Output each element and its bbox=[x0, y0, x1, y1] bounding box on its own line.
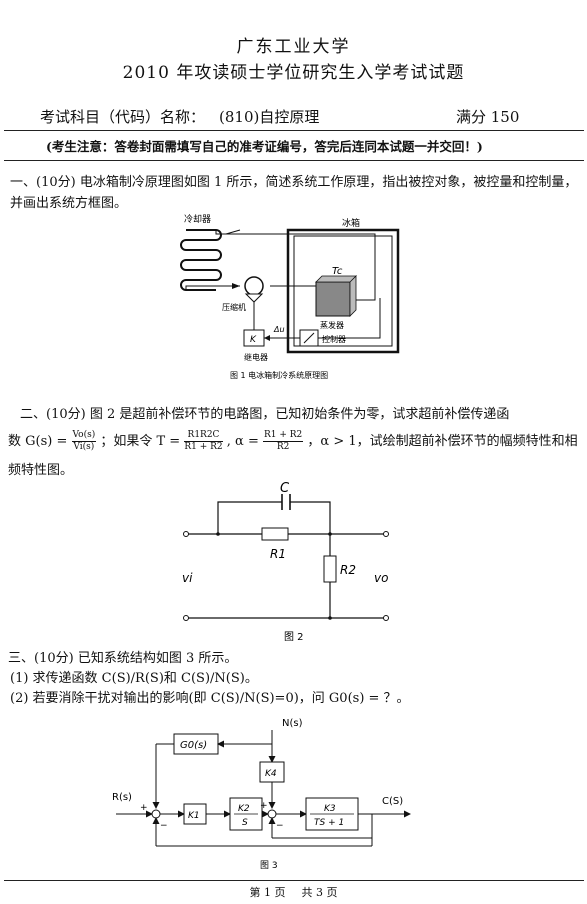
fig3-k2-num: K2 bbox=[238, 804, 250, 814]
fig3-summing-1 bbox=[151, 809, 161, 819]
q2-line2-tail: ，α > 1，试绘制超前补偿环节的幅频特性和相 bbox=[307, 434, 578, 449]
fig1-fridge-inner bbox=[293, 235, 393, 347]
fig2-caption: 图 2 bbox=[284, 631, 304, 643]
fig1-evaporator-3d bbox=[315, 275, 357, 317]
university-name: 广东工业大学 bbox=[236, 37, 351, 57]
fig3-k3-num: K3 bbox=[324, 804, 336, 814]
subject-code: (810)自控原理 bbox=[219, 108, 320, 126]
subject-line: 考试科目（代码）名称： (810)自控原理 bbox=[40, 106, 319, 127]
divider-top bbox=[4, 130, 584, 131]
question-3-item2: (2) 若要消除干扰对输出的影响(即 C(S)/N(S)=0)，问 G0(s) … bbox=[10, 691, 410, 706]
fig1-caption: 图 1 电冰箱制冷系统原理图 bbox=[230, 370, 328, 380]
fig3-sum1-minus: − bbox=[160, 821, 168, 831]
fig1-pipe-mid bbox=[185, 285, 316, 290]
fig1-compressor-label: 压缩机 bbox=[222, 302, 246, 312]
full-score: 满分 150 bbox=[456, 108, 520, 126]
fig3-c-label: C(S) bbox=[382, 796, 403, 807]
figure-3-block-diagram: N(s) G0(s) K4 R(s) + − K1 K2 S + − K3 TS… bbox=[112, 718, 411, 871]
fig2-r1 bbox=[261, 527, 289, 541]
fig1-pipe-top bbox=[215, 230, 376, 301]
fig1-temp-label: Tc bbox=[332, 266, 343, 277]
fig1-compressor bbox=[244, 276, 264, 296]
page-footer: 第 1 页 共 3 页 bbox=[0, 884, 587, 900]
fig2-vi-label: vi bbox=[182, 571, 193, 585]
fig1-delta-u: Δu bbox=[273, 325, 285, 334]
fig1-condenser-label: 冷却器 bbox=[184, 213, 211, 225]
q2-t-label: ；如果令 T = bbox=[100, 434, 181, 449]
question-2-line1: 二、(10分) 图 2 是超前补偿环节的电路图，已知初始条件为零，试求超前补偿传… bbox=[20, 407, 510, 422]
fig1-relay-k: K bbox=[250, 335, 257, 345]
subject-label: 考试科目（代码）名称： bbox=[40, 108, 206, 126]
fig2-r2 bbox=[323, 555, 337, 583]
fig1-relay-label: 继电器 bbox=[244, 352, 268, 362]
fig1-condenser-coil bbox=[180, 229, 222, 291]
page-total: 共 3 页 bbox=[301, 886, 338, 899]
q2-g-label: 数 G(s) = bbox=[8, 434, 68, 449]
fig2-c-label: C bbox=[280, 481, 290, 496]
q2-alpha-label: , α = bbox=[226, 434, 259, 449]
fig3-sum1-plus: + bbox=[140, 803, 148, 813]
fig3-caption: 图 3 bbox=[260, 860, 278, 871]
divider-notice bbox=[4, 160, 584, 161]
fig3-sum2-minus: − bbox=[276, 821, 284, 831]
question-2-line3: 频特性图。 bbox=[8, 463, 74, 478]
fig3-r-label: R(s) bbox=[112, 792, 132, 803]
fig3-k3-den: TS + 1 bbox=[314, 818, 344, 828]
fig1-evaporator-label: 蒸发器 bbox=[320, 320, 344, 330]
fig3-g0-label: G0(s) bbox=[180, 740, 207, 751]
fig1-controller-label: 控制器 bbox=[322, 334, 346, 344]
fig3-k1-label: K1 bbox=[188, 811, 200, 821]
exam-notice: (考生注意：答卷封面需填写自己的准考证编号，答完后连同本试题一并交回！) bbox=[46, 139, 483, 154]
fig3-k4-label: K4 bbox=[265, 769, 277, 779]
question-3-item1: (1) 求传递函数 C(S)/R(S)和 C(S)/N(S)。 bbox=[10, 671, 258, 686]
fig2-r2-label: R2 bbox=[340, 563, 356, 577]
fig3-sum2-plus: + bbox=[260, 801, 268, 811]
fig3-k2-den: S bbox=[242, 818, 248, 828]
fig2-vo-label: vo bbox=[374, 571, 388, 585]
figure-2-circuit: C R1 R2 vi vo 图 2 bbox=[182, 481, 389, 643]
fig1-fridge-label: 冰箱 bbox=[342, 217, 360, 229]
fig1-fridge-outer bbox=[286, 228, 400, 354]
q2-g-fraction: Vo(s)Vi(s) bbox=[71, 430, 97, 452]
fig3-summing-2 bbox=[267, 809, 277, 819]
question-1-text: 一、(10分) 电冰箱制冷原理图如图 1 所示，简述系统工作原理，指出被控对象，… bbox=[10, 175, 578, 211]
fig2-r1-label: R1 bbox=[270, 547, 286, 561]
divider-footer bbox=[4, 880, 584, 881]
exam-title: 2010 年攻读硕士学位研究生入学考试试题 bbox=[122, 63, 465, 83]
page-number: 第 1 页 bbox=[249, 886, 286, 899]
fig3-n-label: N(s) bbox=[282, 718, 303, 729]
fig1-evaporator bbox=[315, 281, 351, 317]
figure-1-refrigerator: 冷却器 冰箱 Tc 蒸发器 压缩机 K 继电器 控制器 Δu 图 1 电冰箱制冷… bbox=[180, 213, 400, 380]
question-3-text: 三、(10分) 已知系统结构如图 3 所示。 bbox=[8, 651, 238, 666]
